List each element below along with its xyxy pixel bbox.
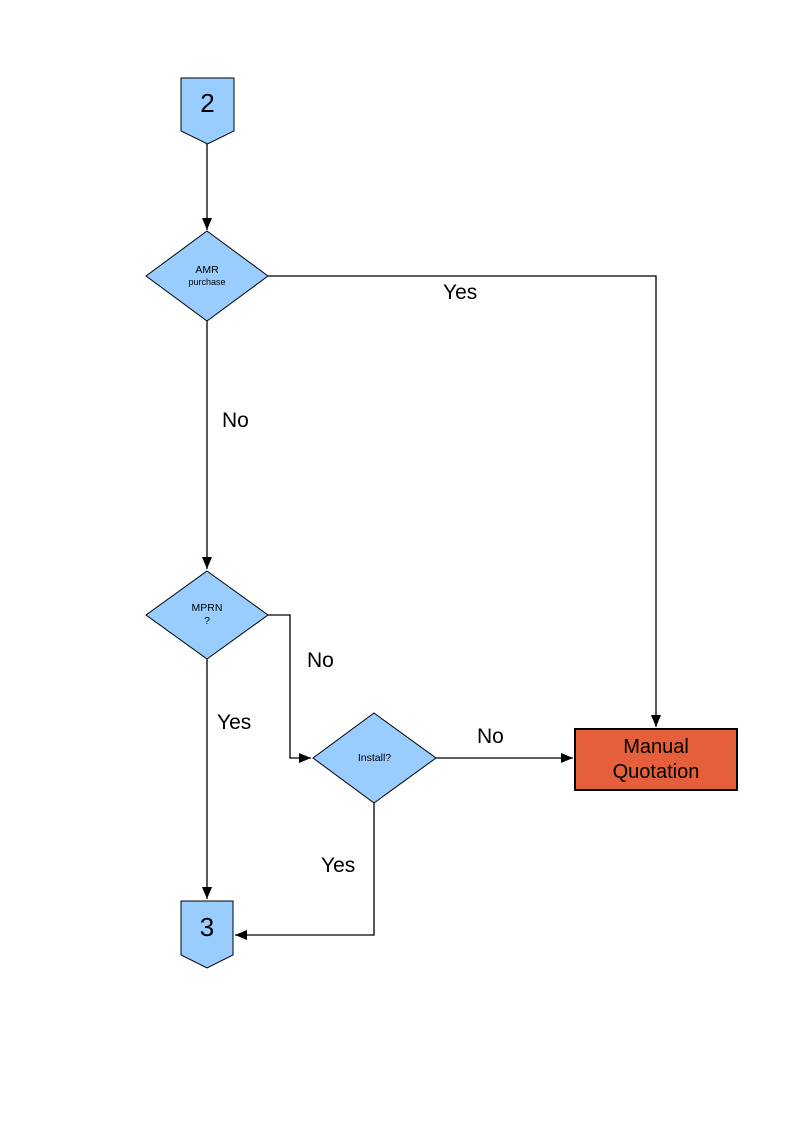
amr-label-line2: purchase [188, 277, 226, 287]
offpage-connector-3-shape [180, 900, 234, 969]
edge-label-amr-yes: Yes [443, 281, 478, 304]
edge-label-mprn-no: No [307, 649, 334, 672]
install-decision-shape [312, 712, 437, 804]
connector-mprn-no-to-install [268, 614, 311, 763]
mprn-label-line1: MPRN [191, 602, 223, 614]
amr-purchase-decision-shape [145, 230, 269, 322]
connector-amr-yes-to-manual-quotation [268, 275, 661, 727]
manual-quotation-label-line1: Manual [623, 735, 689, 758]
amr-label-line1: AMR [195, 264, 219, 276]
edge-label-mprn-yes: Yes [217, 711, 252, 734]
manual-quotation-label: Manual Quotation [575, 729, 737, 790]
mprn-decision-label: MPRN ? [146, 571, 268, 659]
manual-quotation-label-line2: Quotation [612, 760, 700, 783]
mprn-label-line2: ? [204, 615, 210, 627]
mprn-decision-shape [145, 570, 269, 660]
offpage-connector-3-label: 3 [199, 911, 215, 942]
edge-label-amr-no: No [222, 409, 249, 432]
manual-quotation-process-shape [574, 728, 738, 791]
edge-label-install-yes: Yes [321, 854, 356, 877]
offpage-connector-2-shape [180, 77, 235, 145]
connector-install-yes-to-3 [235, 803, 375, 940]
amr-purchase-decision-label: AMR purchase [146, 231, 268, 321]
edge-label-install-no: No [477, 725, 504, 748]
install-decision-label: Install? [357, 752, 392, 764]
offpage-connector-2-label: 2 [200, 87, 215, 118]
